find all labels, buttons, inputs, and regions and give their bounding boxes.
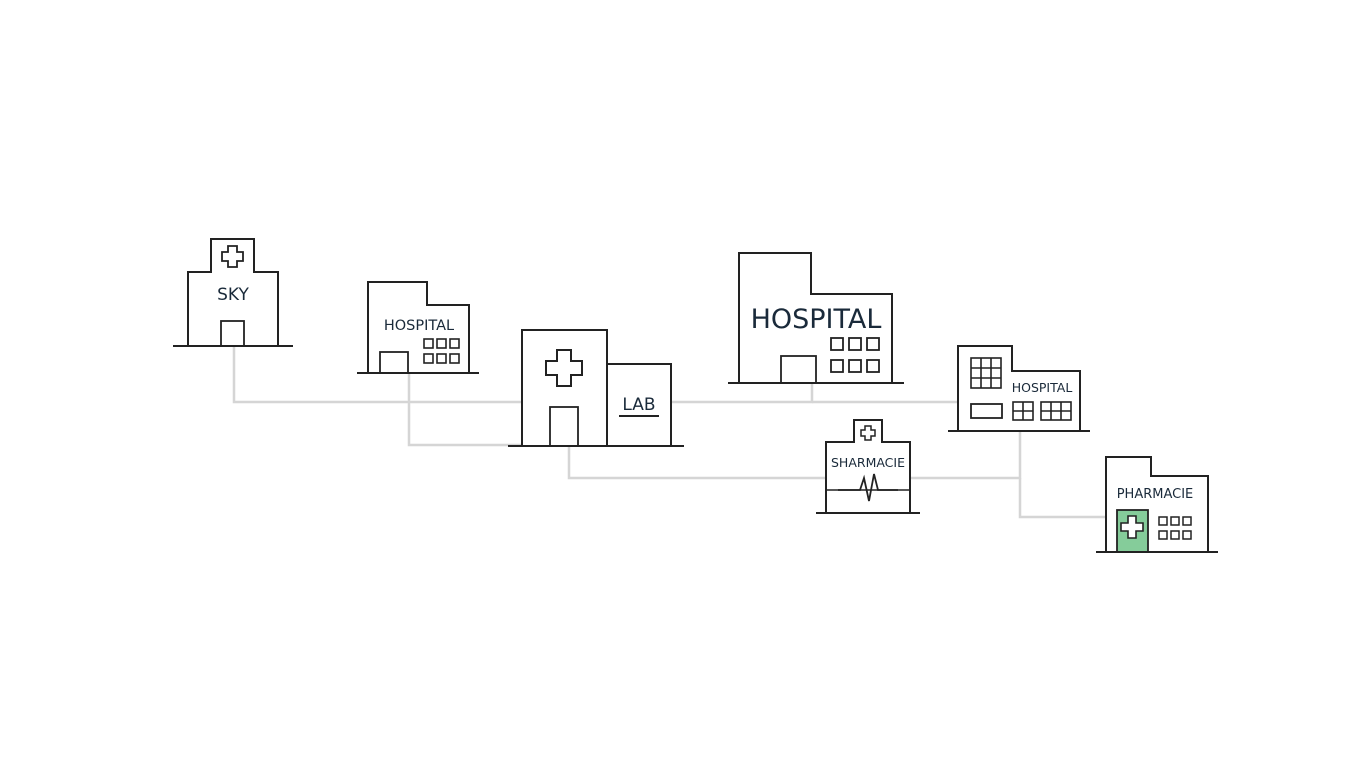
connector-lines — [232, 346, 1106, 519]
connector-hospital-gray-pharmacie — [1018, 478, 1106, 519]
building-lab[interactable]: LAB — [508, 329, 684, 447]
building-sky-body — [187, 238, 279, 347]
building-lab-label: LAB — [622, 395, 655, 415]
building-hospital-big-label: HOSPITAL — [751, 304, 882, 335]
cross-icon — [545, 349, 583, 387]
door — [220, 320, 245, 347]
connector-sharmacie-hospital-gray — [910, 432, 1022, 480]
connector-sky-lab — [232, 346, 522, 404]
windows — [830, 337, 880, 373]
cross-icon — [221, 245, 244, 268]
cross-icon — [860, 425, 876, 441]
building-hospital-gray[interactable]: HOSPITAL — [948, 345, 1090, 432]
heartbeat-icon — [838, 473, 898, 502]
building-sharmacie-label: SHARMACIE — [831, 455, 905, 470]
door — [970, 403, 1003, 419]
door — [549, 406, 579, 447]
building-hospital-light[interactable]: HOSPITAL — [357, 281, 479, 374]
building-sky[interactable]: SKY — [173, 238, 293, 347]
windows — [1012, 401, 1072, 421]
building-hospital-gray-label: HOSPITAL — [1012, 380, 1073, 395]
connector-lab-hospital-big — [671, 384, 814, 404]
door — [379, 351, 409, 374]
cross-icon — [1120, 515, 1144, 539]
windows — [423, 338, 460, 364]
building-hospital-light-label: HOSPITAL — [384, 318, 454, 334]
connector-lab-sharmacie — [567, 446, 826, 480]
building-hospital-big[interactable]: HOSPITAL — [728, 252, 904, 384]
connector-hospital-light-lab — [407, 373, 522, 447]
door — [780, 355, 817, 384]
building-sky-label: SKY — [217, 285, 249, 305]
building-pharmacie[interactable]: PHARMACIE — [1096, 456, 1218, 553]
building-sharmacie[interactable]: SHARMACIE — [816, 419, 920, 514]
windows — [1158, 516, 1192, 540]
building-pharmacie-label: PHARMACIE — [1117, 487, 1194, 502]
grid-window — [970, 357, 1002, 389]
